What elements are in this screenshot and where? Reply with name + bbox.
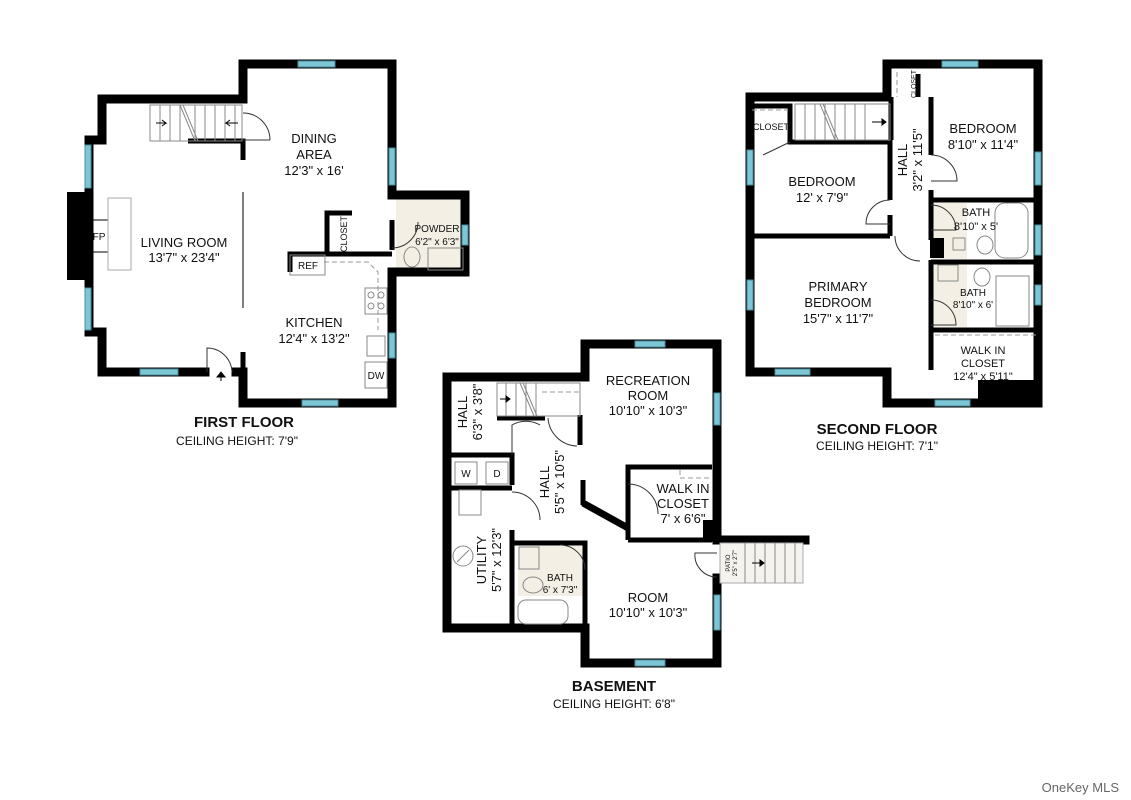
dishwasher <box>364 361 388 389</box>
hall-name: HALL <box>895 144 910 177</box>
bath-door-icon <box>559 544 586 571</box>
washer-label: W <box>461 469 471 480</box>
water-heater-icon <box>452 545 474 567</box>
washer <box>454 461 478 485</box>
first-floor-title: FIRST FLOOR <box>194 414 294 431</box>
kitchen-name: KITCHEN <box>285 315 342 330</box>
rec-room-dim: 10'10" x 10'3" <box>609 403 688 418</box>
utility-door-icon <box>511 491 541 521</box>
wic-name-2: CLOSET <box>961 358 1005 370</box>
toilet-icon <box>973 267 991 287</box>
wic-name-1: WALK IN <box>961 345 1006 357</box>
bath-door-icon <box>930 204 957 231</box>
rec-room-name-1: RECREATION <box>606 373 690 388</box>
wic-dim: 12'4" x 5'11" <box>953 371 1013 383</box>
bath-1-name: BATH <box>962 207 991 219</box>
door-icon <box>242 112 271 141</box>
closet-label: CLOSET <box>753 122 790 132</box>
door-icon <box>547 417 578 447</box>
fireplace-label: FP <box>93 232 106 243</box>
toilet-icon <box>976 235 994 255</box>
second-floor-title: SECOND FLOOR <box>817 421 938 438</box>
primary-door-icon <box>894 235 921 262</box>
bathtub-icon <box>994 202 1029 259</box>
bathtub-icon <box>517 599 569 625</box>
basement-plan: RECREATION ROOM 10'10" x 10'3" WALK IN C… <box>442 339 810 711</box>
wic-dim: 7' x 6'6" <box>661 511 706 526</box>
bedroom-door-icon <box>865 199 891 225</box>
second-floor-ceiling: CEILING HEIGHT: 7'1" <box>816 439 938 453</box>
rec-room-name-2: ROOM <box>628 388 668 403</box>
patio-door-icon <box>694 552 718 578</box>
closet-label: CLOSET <box>339 215 349 252</box>
utility-name: UTILITY <box>474 535 489 584</box>
patio-name: PATIO <box>726 554 732 571</box>
primary-bedroom-name-2: BEDROOM <box>804 295 871 310</box>
dryer <box>485 461 509 485</box>
stairs-icon <box>794 103 891 141</box>
powder-dim: 6'2" x 6'3" <box>415 237 459 248</box>
entry-arrow-icon <box>215 371 227 381</box>
kitchen-dim: 12'4" x 13'2" <box>278 331 350 346</box>
first-floor-ceiling: CEILING HEIGHT: 7'9" <box>176 434 298 448</box>
dw-label: DW <box>368 371 385 382</box>
bedroom-1-name: BEDROOM <box>788 174 855 189</box>
stairs-icon <box>149 104 243 142</box>
wic-name-2: CLOSET <box>657 496 709 511</box>
basement-ceiling: CEILING HEIGHT: 6'8" <box>553 697 675 711</box>
living-room-dim: 13'7" x 23'4" <box>148 250 220 265</box>
dryer-label: D <box>493 469 500 480</box>
patio-stairs-icon <box>719 542 804 584</box>
dining-name-1: DINING <box>291 131 337 146</box>
hall-door-icon <box>511 420 541 455</box>
toilet-icon <box>403 246 421 268</box>
wic-name-1: WALK IN <box>657 481 710 496</box>
toilet-icon <box>522 576 544 594</box>
sink-icon <box>937 264 959 282</box>
room-dim: 10'10" x 10'3" <box>609 605 688 620</box>
bath-2-dim: 8'10" x 6' <box>953 300 993 311</box>
closet-door-icon <box>762 141 791 156</box>
shower-icon <box>995 275 1030 327</box>
powder-sink-icon <box>427 247 464 271</box>
sink-icon <box>366 335 386 357</box>
sink-icon <box>518 546 540 570</box>
patio-dim: 2'5" x 2'7" <box>733 550 739 576</box>
hall-1-name: HALL <box>455 396 470 429</box>
first-floor-plan: FP LIVING ROOM 13'7" x 23'4" DINING AREA… <box>67 59 470 448</box>
powder-door-icon <box>391 221 419 249</box>
closet-label: CLOSET <box>911 69 918 98</box>
hall-dim: 3'2" x 11'5" <box>910 128 925 191</box>
room-name: ROOM <box>628 590 668 605</box>
bath-dim: 6' x 7'3" <box>543 585 578 596</box>
hall-1-dim: 6'3" x 3'8" <box>470 383 485 440</box>
watermark: OneKey MLS <box>1041 780 1119 795</box>
utility-dim: 5'7" x 12'3" <box>489 528 504 592</box>
entry-door-icon <box>206 347 233 373</box>
bath-door-icon <box>930 299 957 326</box>
powder-name: POWDER <box>415 224 460 235</box>
ref-label: REF <box>298 261 318 272</box>
dining-dim: 12'3" x 16' <box>284 163 343 178</box>
bath-1-dim: 8'10" x 5' <box>954 221 998 233</box>
bedroom-1-dim: 12' x 7'9" <box>796 190 849 205</box>
bath-name: BATH <box>547 573 573 584</box>
bath-2-name: BATH <box>960 288 986 299</box>
bedroom-2-name: BEDROOM <box>949 121 1016 136</box>
primary-bedroom-name-1: PRIMARY <box>809 279 868 294</box>
basement-title: BASEMENT <box>572 678 656 695</box>
stairs-icon <box>496 382 581 417</box>
bedroom-2-dim: 8'10" x 11'4" <box>948 137 1019 152</box>
second-floor-plan: BEDROOM 12' x 7'9" BEDROOM 8'10" x 11'4"… <box>745 59 1043 453</box>
closet-door-icon <box>627 483 659 515</box>
hall-2-name: HALL <box>537 466 552 499</box>
dining-name-2: AREA <box>296 147 332 162</box>
primary-bedroom-dim: 15'7" x 11'7" <box>803 311 874 326</box>
living-room-name: LIVING ROOM <box>141 235 228 250</box>
bedroom-door-icon <box>930 154 958 182</box>
refrigerator <box>289 254 326 276</box>
hall-2-dim: 5'5" x 10'5" <box>552 450 567 514</box>
stove-icon <box>364 287 388 315</box>
